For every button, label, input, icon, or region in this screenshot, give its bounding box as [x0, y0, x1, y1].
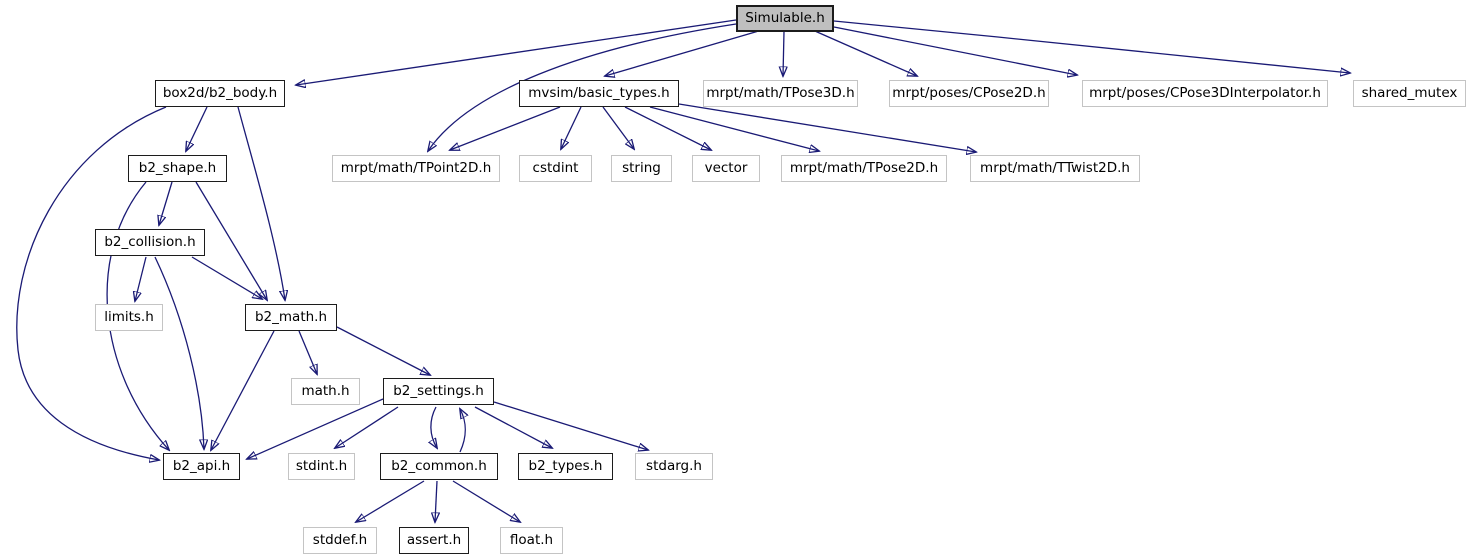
edge-b2-shape-to-b2-collision [159, 181, 173, 225]
edge-simulable-to-tpose3d [783, 31, 784, 77]
node-stddef: stddef.h [303, 527, 377, 554]
edge-b2-body-to-b2-api [16, 106, 167, 460]
node-math: math.h [291, 378, 360, 405]
edge-simulable-to-b2-body [296, 19, 737, 85]
node-stdarg: stdarg.h [635, 453, 713, 480]
node-mrpt-tpose2d: mrpt/math/TPose2D.h [781, 155, 947, 182]
node-b2-math[interactable]: b2_math.h [245, 304, 337, 331]
node-mrpt-cpose3dinterpolator: mrpt/poses/CPose3DInterpolator.h [1082, 80, 1328, 107]
node-mrpt-tpose3d: mrpt/math/TPose3D.h [703, 80, 858, 107]
edge-basic-types-to-tpose2d [649, 106, 819, 151]
edge-b2-math-to-math [298, 330, 317, 374]
node-string: string [611, 155, 672, 182]
edge-b2-math-to-b2-settings [336, 326, 430, 375]
node-assert[interactable]: assert.h [399, 527, 469, 554]
node-simulable: Simulable.h [736, 5, 834, 32]
edge-basic-types-to-string [602, 106, 634, 149]
edge-b2-settings-to-b2-common [431, 406, 437, 448]
node-limits: limits.h [95, 304, 163, 331]
node-b2-types[interactable]: b2_types.h [518, 453, 613, 480]
edge-b2-settings-to-b2-types [474, 406, 552, 448]
node-cstdint: cstdint [519, 155, 592, 182]
edge-basic-types-to-tpoint2d [450, 106, 561, 150]
node-float: float.h [500, 527, 563, 554]
edge-b2-shape-to-b2-math [195, 181, 267, 300]
node-b2-shape[interactable]: b2_shape.h [128, 155, 227, 182]
node-stdint: stdint.h [288, 453, 355, 480]
node-vector: vector [692, 155, 760, 182]
edge-b2-math-to-b2-api [211, 330, 275, 450]
edge-basic-types-to-ttwist2d [678, 103, 976, 152]
edge-b2-body-to-b2-shape [186, 106, 208, 151]
node-shared-mutex: shared_mutex [1353, 80, 1466, 107]
node-mrpt-ttwist2d: mrpt/math/TTwist2D.h [970, 155, 1140, 182]
edge-b2-collision-to-b2-math [191, 256, 262, 299]
edge-b2-common-to-assert [435, 480, 437, 522]
node-b2-api[interactable]: b2_api.h [163, 453, 240, 480]
node-mvsim-basic-types[interactable]: mvsim/basic_types.h [519, 80, 679, 107]
node-mrpt-cpose2d: mrpt/poses/CPose2D.h [889, 80, 1049, 107]
edge-simulable-to-shared-mutex [833, 20, 1350, 73]
edge-simulable-to-cpose2d [815, 30, 917, 77]
node-b2-collision[interactable]: b2_collision.h [95, 229, 205, 256]
edge-b2-body-to-b2-math [237, 106, 285, 300]
node-b2-common[interactable]: b2_common.h [380, 453, 498, 480]
node-box2d-b2-body[interactable]: box2d/b2_body.h [155, 80, 285, 107]
edge-simulable-to-basic-types [605, 30, 758, 77]
edge-b2-common-to-float [452, 480, 520, 522]
edge-b2-collision-to-b2-api [154, 256, 204, 449]
edge-simulable-to-cpose3dinterpolator [833, 26, 1077, 75]
edge-b2-settings-to-stdarg [493, 401, 648, 450]
edge-simulable-to-tpoint2d [428, 23, 737, 151]
edge-b2-settings-to-b2-api [247, 398, 384, 459]
edge-basic-types-to-cstdint [561, 106, 582, 149]
edge-basic-types-to-vector [624, 106, 711, 150]
node-mrpt-tpoint2d: mrpt/math/TPoint2D.h [332, 155, 500, 182]
node-b2-settings[interactable]: b2_settings.h [383, 378, 494, 405]
edge-b2-common-to-stddef [356, 480, 425, 522]
edge-b2-common-to-b2-settings [460, 409, 465, 453]
edge-b2-collision-to-limits [135, 256, 147, 301]
edge-b2-settings-to-stdint [335, 406, 399, 448]
